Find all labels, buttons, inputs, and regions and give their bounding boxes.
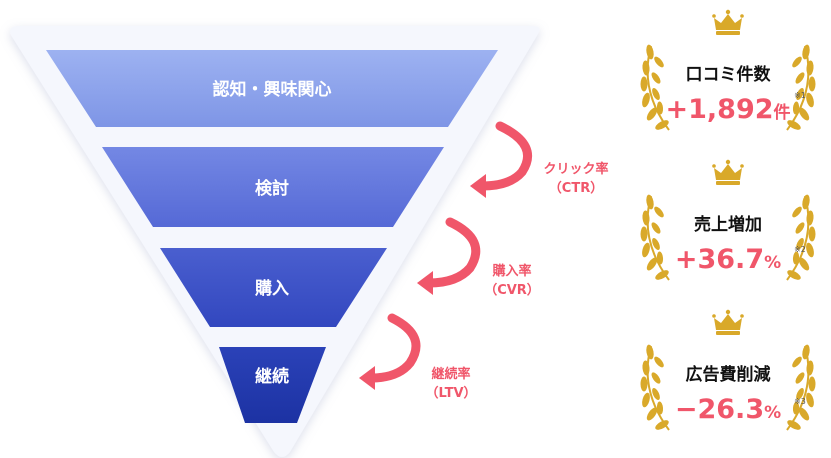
funnel-stage-3: 購入 — [160, 248, 387, 327]
funnel-stage-label: 認知・興味関心 — [213, 79, 332, 100]
award-title: 広告費削減 — [686, 364, 771, 385]
funnel-background — [10, 26, 540, 457]
conversion-name: クリック率 — [543, 161, 608, 177]
award-note: ※1 — [794, 91, 806, 100]
curved-arrow-icon — [477, 121, 533, 191]
arrow-head — [417, 271, 433, 295]
conversion-ltv: 継続率 （LTV） — [359, 313, 477, 401]
award-note: ※2 — [794, 245, 806, 254]
crown-icon — [712, 9, 744, 36]
funnel-stage-2: 検討 — [102, 147, 444, 227]
award-reviews: 口コミ件数 +1,892件 ※1 — [639, 9, 817, 133]
award-value: +36.7% — [675, 244, 781, 275]
conversion-abbr: （CVR） — [484, 282, 540, 298]
conversion-abbr: （CTR） — [549, 180, 603, 196]
conversion-ctr: クリック率 （CTR） — [470, 121, 609, 198]
award-ad-cost: 広告費削減 −26.3% ※3 — [639, 309, 817, 433]
curved-arrow-icon — [424, 217, 481, 288]
curved-arrow-icon — [366, 313, 421, 383]
funnel-stage-4: 継続 — [219, 347, 326, 423]
conversion-name: 継続率 — [431, 366, 470, 382]
crown-icon — [712, 309, 744, 335]
funnel-stage-label: 継続 — [255, 366, 289, 387]
conversion-name: 購入率 — [491, 263, 531, 279]
crown-icon — [712, 159, 744, 185]
award-value: +1,892件 — [665, 94, 790, 125]
conversion-cvr: 購入率 （CVR） — [417, 217, 540, 298]
award-sales: 売上増加 +36.7% ※2 — [639, 159, 817, 283]
award-title: 売上増加 — [694, 214, 762, 235]
award-value: −26.3% — [675, 394, 781, 425]
conversion-abbr: （LTV） — [425, 385, 476, 401]
award-title: 口コミ件数 — [686, 64, 772, 85]
funnel-stage-1: 認知・興味関心 — [46, 50, 498, 127]
award-note: ※3 — [794, 397, 806, 406]
arrow-head — [359, 366, 375, 390]
funnel-stage-label: 検討 — [255, 178, 289, 199]
arrow-head — [470, 174, 486, 198]
funnel-stage-label: 購入 — [255, 278, 289, 299]
